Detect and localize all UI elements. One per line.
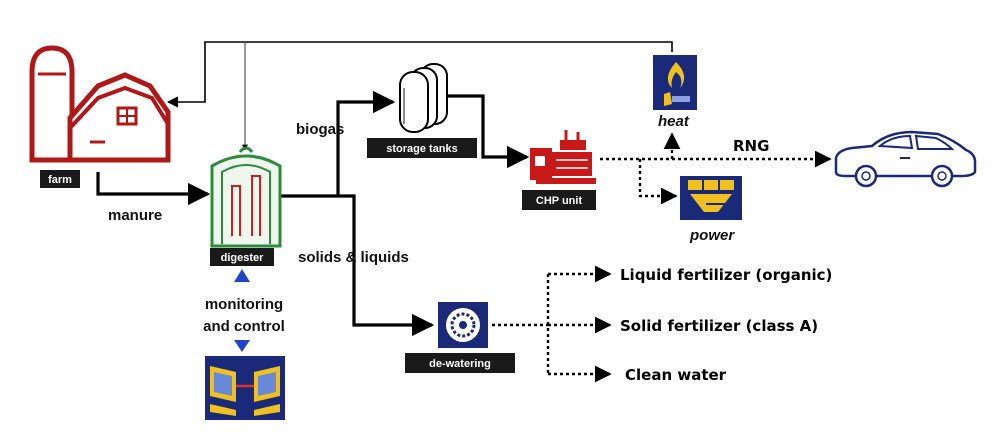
manure-line xyxy=(96,172,211,206)
storage-tanks-label: storage tanks xyxy=(386,143,458,155)
heat-to-farm-line xyxy=(166,41,673,108)
dewatering-label: de-watering xyxy=(429,358,491,370)
solids-line xyxy=(338,194,435,337)
dewatering-icon xyxy=(438,302,488,348)
computer-icon xyxy=(205,356,285,420)
farm-icon xyxy=(29,45,171,163)
digester-label-box xyxy=(210,248,274,266)
chp-label-box xyxy=(522,190,596,210)
storage-tanks-icon xyxy=(399,63,448,133)
farm-label-box xyxy=(40,170,80,188)
digester-label: digester xyxy=(221,252,265,264)
power-icon xyxy=(680,176,742,220)
digester-icon xyxy=(210,146,282,248)
biogas-line xyxy=(336,90,396,196)
rng-label: RNG xyxy=(733,137,769,155)
blue-arrow-up xyxy=(234,269,250,282)
blue-arrow-down xyxy=(234,340,250,352)
output-clean-water: Clean water xyxy=(625,366,727,384)
chp-label: CHP unit xyxy=(536,195,583,207)
storage-label-box xyxy=(367,138,477,158)
output-liquid-fertilizer: Liquid fertilizer (organic) xyxy=(620,266,832,284)
monitoring-label-1: monitoring xyxy=(205,296,283,313)
power-line xyxy=(638,159,678,205)
biogas-label: biogas xyxy=(296,121,344,138)
heat-icon xyxy=(653,55,697,110)
connectors xyxy=(96,41,832,383)
dewatering-label-box xyxy=(405,353,515,373)
monitoring-label-2: and control xyxy=(203,318,285,335)
solids-liquids-label: solids & liquids xyxy=(298,249,409,266)
chp-icon xyxy=(530,130,596,184)
storage-to-chp-line xyxy=(448,94,530,169)
car-icon xyxy=(834,130,977,188)
power-label: power xyxy=(689,227,735,244)
manure-label: manure xyxy=(108,207,162,224)
output-solid-fertilizer: Solid fertilizer (class A) xyxy=(620,317,818,335)
farm-label: farm xyxy=(48,174,72,186)
heat-label: heat xyxy=(658,113,690,130)
